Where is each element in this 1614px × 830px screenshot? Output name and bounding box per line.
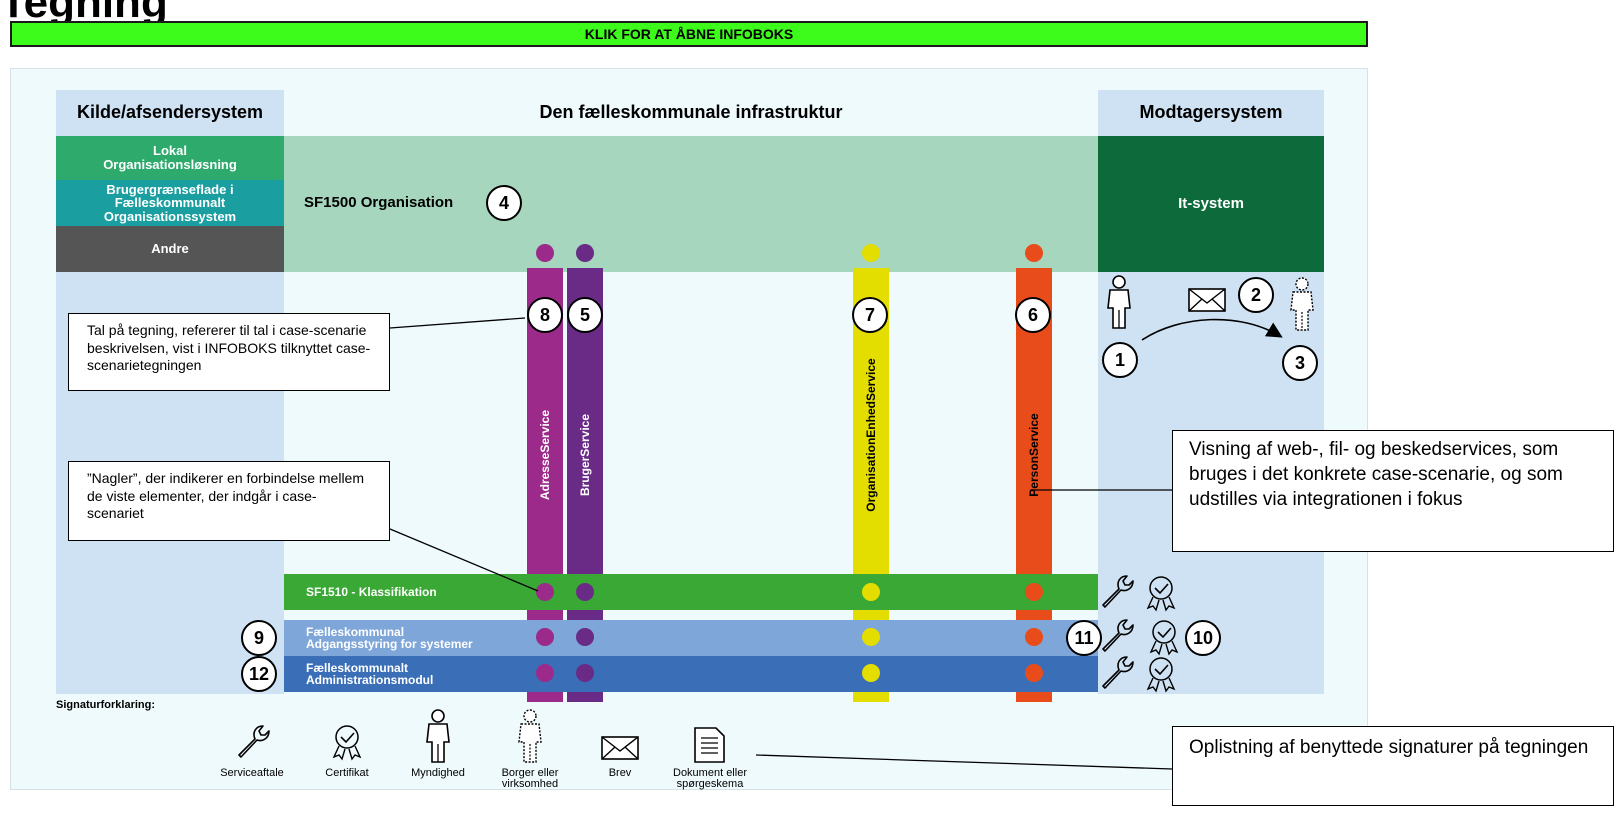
number-badge-2: 2 (1238, 277, 1274, 313)
certifikat-icon (1147, 576, 1175, 611)
number-badge-6: 6 (1015, 297, 1051, 333)
serviceaftale-icon (238, 725, 270, 758)
receiver-column-heading: Modtagersystem (1139, 102, 1283, 122)
legend-label-brev: Brev (608, 767, 632, 779)
nagle-dot (862, 583, 880, 601)
nagle-dot (1025, 583, 1043, 601)
number-badge-11: 11 (1066, 620, 1102, 656)
legend-label-myndighed: Myndighed (411, 767, 465, 779)
nagle-dot (576, 583, 594, 601)
sf1500-organisation-block (284, 136, 1098, 272)
dokument-icon (694, 727, 725, 763)
callout-visning: Visning af web-, fil- og beskedservices,… (1172, 430, 1614, 552)
nagle-dot (1025, 244, 1043, 262)
source-column-heading: Kilde/afsendersystem (76, 102, 264, 122)
number-badge-1: 1 (1102, 342, 1138, 378)
myndighed-icon (426, 709, 450, 763)
certifikat-icon (333, 725, 361, 760)
open-infobox-button[interactable]: KLIK FOR AT ÅBNE INFOBOKS (10, 21, 1368, 47)
nagle-dot (576, 664, 594, 682)
nagle-dot (1025, 628, 1043, 646)
legend-title: Signaturforklaring: (56, 699, 156, 711)
number-badge-4: 4 (486, 185, 522, 221)
number-badge-10: 10 (1185, 620, 1221, 656)
nagle-dot (862, 628, 880, 646)
source-lokal: Lokal Organisationsløsning (56, 136, 284, 180)
callout-tal: Tal på tegning, refererer til tal i case… (68, 313, 390, 391)
callout-line-tal (389, 317, 526, 329)
nagle-dot (536, 628, 554, 646)
nagle-dot (862, 664, 880, 682)
band-adgangsstyring: Fælleskommunal Adgangsstyring for system… (284, 620, 1098, 656)
nagle-dot (536, 244, 554, 262)
infrastructure-heading: Den fælleskommunale infrastruktur (539, 102, 843, 122)
borger-icon (1290, 277, 1314, 331)
brev-icon (601, 736, 639, 760)
legend-label-borger: Borger eller virksomhed (501, 767, 559, 790)
serviceaftale-icon (1102, 575, 1134, 608)
it-system-block: It-system (1098, 136, 1324, 272)
number-badge-12: 12 (241, 656, 277, 692)
band-klassifikation: SF1510 - Klassifikation (284, 574, 1098, 610)
legend-label-dokument: Dokument eller spørgeskema (673, 767, 747, 790)
serviceaftale-icon (1102, 619, 1134, 652)
source-andre: Andre (56, 226, 284, 272)
nagle-dot (1025, 664, 1043, 682)
callout-line-oplistning (755, 754, 1173, 770)
legend-label-certifikat: Certifikat (325, 767, 369, 779)
number-badge-8: 8 (527, 297, 563, 333)
nagle-dot (536, 583, 554, 601)
sf1500-label: SF1500 Organisation (304, 194, 454, 211)
legend-label-serviceaftale: Serviceaftale (220, 767, 284, 779)
nagle-dot (576, 628, 594, 646)
number-badge-3: 3 (1282, 345, 1318, 381)
number-badge-5: 5 (567, 297, 603, 333)
number-badge-7: 7 (852, 297, 888, 333)
borger-icon (518, 709, 542, 763)
certifikat-icon (1147, 657, 1175, 692)
brev-icon (1188, 288, 1226, 312)
band-administrationsmodul: Fælleskommunalt Administrationsmodul (284, 656, 1098, 692)
callout-oplistning: Oplistning af benyttede signaturer på te… (1172, 726, 1614, 806)
callout-nagler: ”Nagler”, der indikerer en forbindelse m… (68, 461, 390, 541)
certifikat-icon (1150, 620, 1178, 655)
nagle-dot (576, 244, 594, 262)
callout-line-nagler (389, 528, 539, 592)
source-brugergraenseflade: Brugergrænseflade i Fælleskommunalt Orga… (56, 180, 284, 226)
myndighed-icon (1107, 275, 1131, 329)
nagle-dot (536, 664, 554, 682)
nagle-dot (862, 244, 880, 262)
number-badge-9: 9 (241, 620, 277, 656)
send-arrow (1141, 318, 1283, 341)
serviceaftale-icon (1102, 656, 1134, 689)
